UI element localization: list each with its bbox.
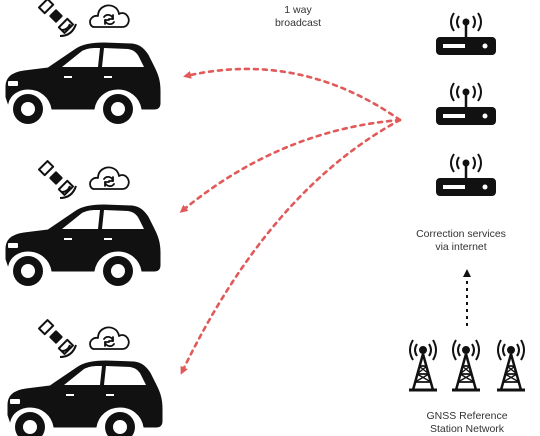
- router-server-icon: [435, 11, 497, 56]
- gnss-network-label: GNSS Reference Station Network: [402, 410, 532, 436]
- correction-label-line2: via internet: [435, 241, 487, 253]
- car-icon: [7, 360, 163, 436]
- correction-label-line1: Correction services: [416, 228, 506, 240]
- correction-services-label: Correction services via internet: [398, 228, 524, 254]
- cloud-sync-icon: [89, 166, 130, 190]
- car-icon: [5, 204, 161, 287]
- vehicle-group-top: [5, 0, 161, 125]
- correction-servers: [435, 11, 497, 197]
- arrow-to-bottom-car: [180, 118, 402, 375]
- gnss-label-line2: Station Network: [429, 423, 505, 435]
- broadcast-arrows: [179, 67, 402, 375]
- router-server-icon: [435, 81, 497, 126]
- satellite-icon: [38, 319, 77, 358]
- radio-tower-icon: [495, 338, 527, 392]
- radio-tower-icon: [407, 338, 439, 392]
- satellite-icon: [38, 0, 77, 37]
- vehicle-group-middle: [5, 160, 161, 287]
- cloud-sync-icon: [89, 4, 130, 28]
- broadcast-label-line1: 1 way: [284, 4, 312, 16]
- router-server-icon: [435, 152, 497, 197]
- arrow-to-top-car: [183, 67, 402, 122]
- gnss-label-line1: GNSS Reference: [426, 410, 508, 422]
- arrow-to-middle-car: [179, 118, 402, 213]
- broadcast-label: 1 way broadcast: [248, 4, 348, 30]
- vehicle-group-bottom: [7, 319, 163, 436]
- radio-tower-icon: [450, 338, 482, 392]
- broadcast-label-line2: broadcast: [274, 17, 322, 29]
- gnss-towers: [407, 338, 527, 392]
- satellite-icon: [38, 160, 77, 199]
- cloud-sync-icon: [89, 326, 130, 350]
- car-icon: [5, 42, 161, 125]
